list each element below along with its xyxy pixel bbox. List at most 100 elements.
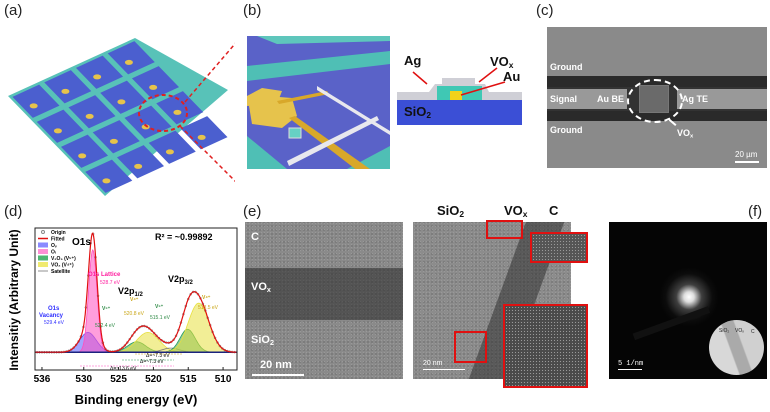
roi-box-vox (486, 220, 523, 239)
ag-label: Ag (404, 53, 422, 68)
legend-label: Origin (51, 230, 66, 236)
panel-c-label: (c) (536, 2, 554, 19)
scale-bar (252, 374, 304, 376)
v4-b-label: V⁴⁺ (202, 295, 211, 301)
annotations: O1s O1s Lattice 528.7 eV O1s Vacancy 529… (39, 237, 219, 372)
sio2-text: SiO (404, 104, 427, 119)
au-pad (53, 128, 62, 134)
inset-sio2-label: SiO₂ (719, 328, 730, 334)
vox-text: VO (251, 281, 267, 293)
sem-image: Ground Signal Ground Au BE Ag TE VOx 20 … (547, 27, 767, 168)
au-pad (197, 134, 206, 140)
legend-label: Fitted (51, 236, 65, 242)
au-pad (93, 74, 102, 80)
au-pad (29, 103, 38, 109)
signal-label: Signal (550, 94, 578, 104)
sio2-subscript: 2 (426, 110, 432, 121)
inset-c-label: C (751, 329, 755, 335)
vox-label: VOx (251, 281, 271, 294)
vox-text: VO (490, 54, 509, 69)
au-pad (173, 109, 182, 115)
cross-section-diagram (397, 67, 522, 125)
x-tick-label: 530 (75, 374, 92, 385)
au-pad (102, 178, 111, 184)
tem-image-left: C VOx SiO2 20 nm (245, 222, 403, 379)
v5-a-ev: 522.4 eV (95, 323, 116, 329)
device-highlight-circle (627, 79, 683, 123)
scale-bar-label: 20 µm (735, 150, 758, 159)
device-tile (68, 95, 116, 129)
panel-b-label: (b) (243, 2, 262, 19)
sio2-label: SiO2 (251, 334, 274, 347)
device-tile (36, 109, 84, 143)
v2p12-text: V2p (118, 286, 135, 296)
delta-3: Δ=~13.6 eV (110, 366, 137, 372)
v2p32-text: V2p (168, 274, 185, 284)
au-pad (149, 84, 158, 90)
o1s-vacancy-label-2: Vacancy (39, 313, 64, 319)
vox-band (245, 268, 403, 320)
device-tile (107, 41, 155, 75)
scale-bar-label: 20 nm (260, 359, 292, 371)
ground-bottom-label: Ground (550, 125, 583, 135)
saed-pattern: SiO₂ VOₓ C 5 1/nm (609, 222, 767, 379)
xps-curves (34, 232, 237, 354)
origin-data-point (157, 336, 161, 340)
c-label: C (251, 231, 259, 243)
origin-data-point (152, 331, 156, 335)
vox-subscript: x (522, 209, 528, 220)
x-tick-label: 520 (145, 374, 162, 385)
origin-data-point (72, 346, 75, 349)
o1s-vacancy-ev: 529.4 eV (44, 320, 65, 326)
inset-vox-label: VOₓ (735, 328, 744, 334)
c-header: C (549, 203, 559, 218)
au-be-label: Au BE (597, 94, 624, 104)
o1s-lattice-label: O1s Lattice (88, 272, 121, 278)
vox-text: VO (677, 128, 691, 138)
panel-d-label: (d) (4, 203, 23, 220)
zoom-highlight-circle (138, 94, 188, 132)
v4-a-label: V⁴⁺ (130, 297, 139, 303)
v4-b-ev: 513.5 eV (198, 305, 219, 311)
vox-subscript: x (690, 133, 694, 140)
au-pad (109, 138, 118, 144)
device-tile (148, 130, 196, 164)
origin-data-point (133, 331, 136, 334)
delta-1: Δ=~7.3 eV (146, 353, 170, 359)
au-layer (450, 91, 462, 100)
legend-label: Oₗ (51, 249, 56, 255)
vox-text: VO (504, 203, 523, 218)
v2p12-subscript: 1/2 (135, 292, 144, 298)
device-array-render (8, 38, 235, 196)
origin-data-point (155, 334, 158, 337)
x-tick-label: 525 (110, 374, 127, 385)
au-pad (124, 59, 133, 65)
vox-subscript: x (266, 285, 271, 294)
device-tile (180, 116, 228, 150)
plot-frame (34, 227, 238, 371)
ag-te-label: Ag TE (682, 94, 708, 104)
sio2-subscript: 2 (269, 338, 274, 347)
legend-swatch (38, 262, 48, 267)
panel-e-label: (e) (243, 203, 262, 220)
sio2-text: SiO (437, 203, 460, 218)
zoom-line-bottom (179, 125, 235, 183)
v5-b-ev: 515.1 eV (150, 315, 171, 321)
device-tiles (12, 41, 228, 193)
vox-label: VOx (490, 54, 514, 70)
o1s-lattice-ev: 528.7 eV (100, 280, 121, 286)
delta-2: Δ=~7.3 eV (140, 359, 164, 365)
device-tile (85, 159, 133, 193)
panel-a-label: (a) (4, 2, 23, 19)
legend-label: Satellite (51, 269, 70, 275)
inset-vox-magnified (503, 304, 588, 388)
o1s-vacancy-label-1: O1s (48, 306, 60, 312)
panel-f-label: (f) (748, 203, 763, 220)
origin-data-point (218, 344, 222, 348)
device-tile (60, 134, 109, 168)
device-tile (131, 66, 180, 100)
device-tile (12, 84, 60, 118)
v4-a-ev: 520.8 eV (124, 311, 145, 317)
